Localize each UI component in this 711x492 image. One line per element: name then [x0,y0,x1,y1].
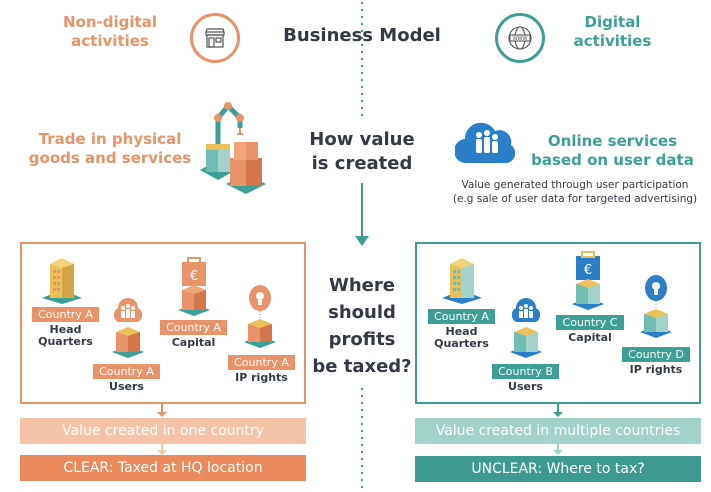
item-label: Users [508,380,543,393]
users-cloud-icon [455,122,515,164]
item-label: Capital [568,331,612,344]
headquarters-building-icon [442,258,482,304]
down-arrows [553,404,563,455]
value-one-country-bar: Value created in one country [20,418,306,444]
value-generated-note: Value generated through user participati… [452,179,698,205]
item-label: IP rights [629,363,683,376]
country-label: Country B [492,364,559,379]
value-multiple-countries-bar: Value created in multiple countries [415,418,701,444]
country-label: Country A [228,355,295,370]
store-icon [190,13,240,63]
capital-money-bag-icon: € [572,251,604,310]
country-label: Country D [622,347,690,362]
item-label: IP rights [235,371,288,384]
robot-arm-icon [200,102,266,194]
country-label: Country C [556,315,624,330]
svg-text:WWW: WWW [513,36,528,42]
non-digital-box [20,242,306,404]
item-label: Capital [171,336,216,349]
www-globe-icon: WWW [495,13,545,63]
country-label: Country A [160,320,227,335]
capital-money-bag-icon: € [178,257,210,316]
business-model-title: Business Model [283,25,441,46]
ip-lightbulb-icon [640,275,672,338]
headquarters-building-icon [42,258,82,304]
users-cloud-icon [112,298,144,358]
country-label: Country A [428,309,495,324]
svg-text:€: € [584,263,592,278]
center-divider [355,2,369,492]
country-label: Country A [32,307,99,322]
clear-taxed-hq-bar: CLEAR: Taxed at HQ location [20,455,306,481]
item-label: Users [109,380,144,393]
unclear-where-tax-bar: UNCLEAR: Where to tax? [415,456,701,482]
svg-text:€: € [190,269,198,284]
down-arrows [157,404,167,455]
users-cloud-icon [510,298,542,358]
ip-lightbulb-icon [244,285,276,348]
digital-box [415,242,701,404]
country-label: Country A [93,364,160,379]
